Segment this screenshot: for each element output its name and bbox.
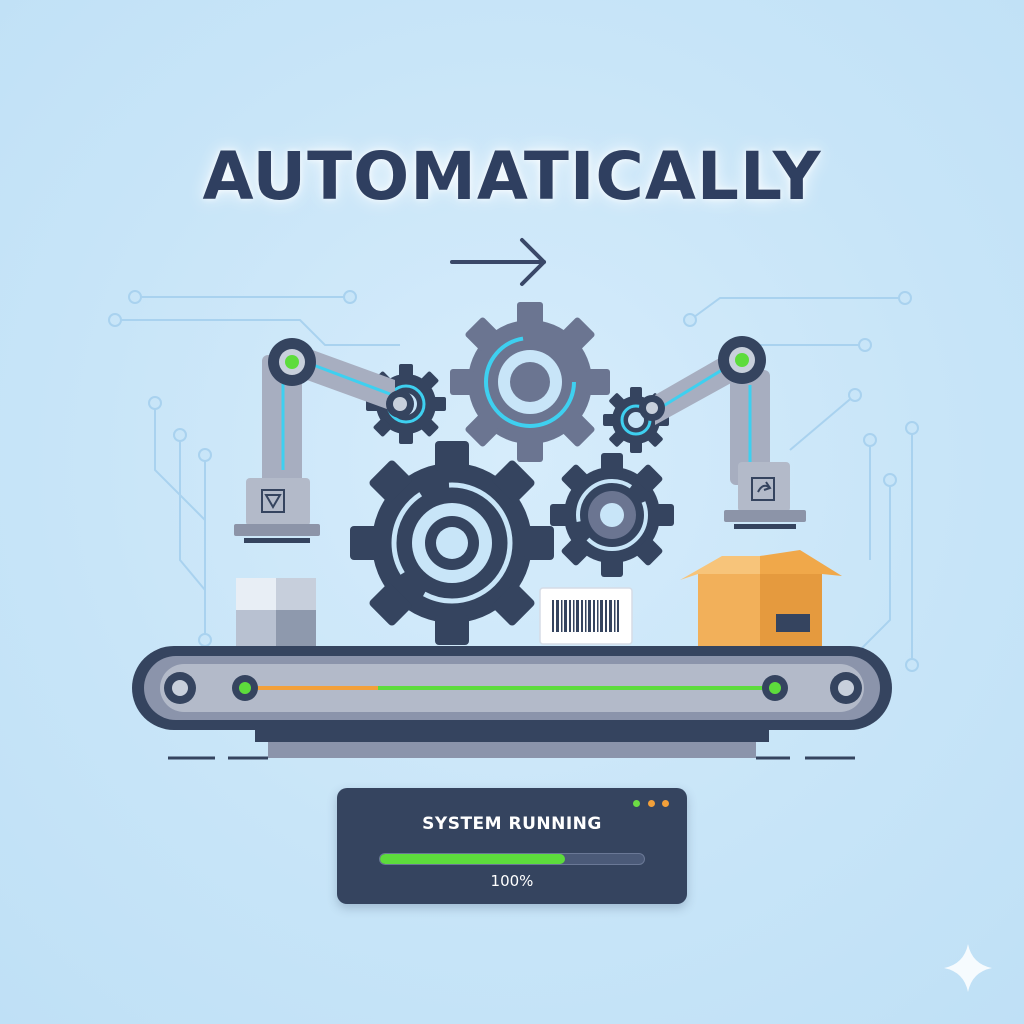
page-title: AUTOMATICALLY [202, 138, 822, 215]
status-label: SYSTEM RUNNING [422, 814, 602, 834]
progress-fill [380, 854, 565, 864]
arrow-right-icon [450, 238, 546, 286]
progress-bar [379, 853, 645, 865]
status-panel: SYSTEM RUNNING 100% [337, 788, 687, 904]
sparkle-icon [944, 944, 992, 992]
progress-value: 100% [490, 872, 534, 890]
gear-icon [550, 453, 674, 577]
circuit-traces [108, 290, 919, 672]
status-dot-icon [648, 800, 655, 807]
product-cube [236, 578, 316, 646]
robot-arm-icon [639, 336, 806, 529]
robot-arm-icon [234, 338, 414, 543]
status-dot-icon [633, 800, 640, 807]
gear-icon [450, 302, 610, 462]
cardboard-box-icon [680, 550, 842, 646]
gear-icon [350, 441, 554, 645]
barcode-icon [539, 587, 633, 645]
status-dot-icon [662, 800, 669, 807]
conveyor-belt [132, 646, 892, 760]
